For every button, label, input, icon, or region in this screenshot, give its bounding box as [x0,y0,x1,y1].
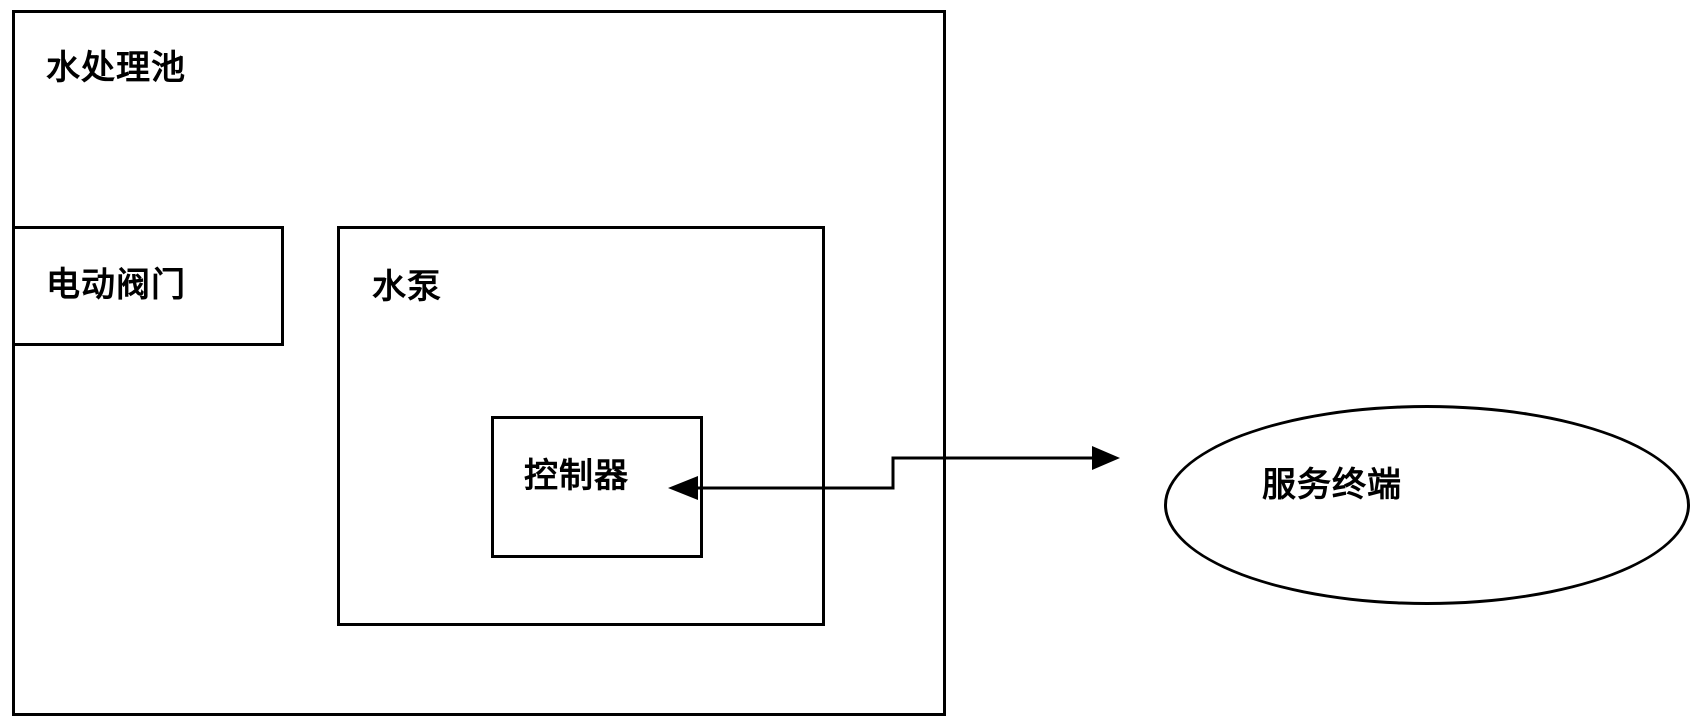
electric-valve-box [12,226,284,346]
electric-valve-label: 电动阀门 [46,265,186,305]
controller-label: 控制器 [524,456,629,496]
water-treatment-pool-label: 水处理池 [46,48,186,88]
arrowhead-right-icon [1092,446,1120,470]
service-terminal-label: 服务终端 [1262,465,1402,505]
water-pump-label: 水泵 [372,267,442,307]
service-terminal-ellipse [1164,405,1690,605]
